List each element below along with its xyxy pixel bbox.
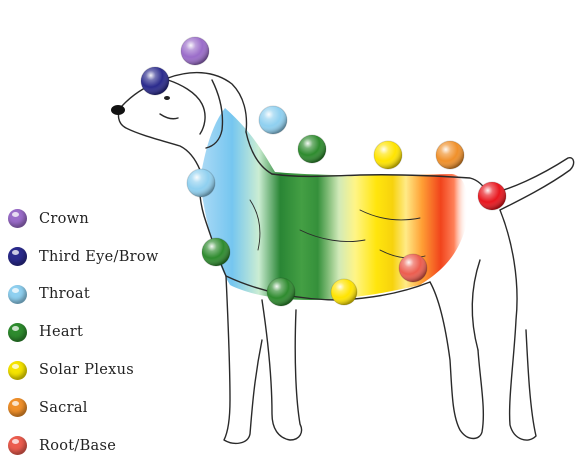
legend-item-heart: Heart: [8, 313, 178, 351]
legend-item-root: Root/Base: [8, 427, 178, 465]
legend-label-throat: Throat: [39, 286, 90, 302]
dog-nose: [111, 105, 125, 115]
third-eye-dot-icon: [8, 247, 27, 266]
legend-item-solar-plexus: Solar Plexus: [8, 351, 178, 389]
sacral-chakra-orb: [436, 141, 464, 169]
root-chakra-orb: [478, 182, 506, 210]
throat-chakra-orb: [187, 169, 215, 197]
legend-item-crown: Crown: [8, 200, 178, 238]
crown-dot-icon: [8, 209, 27, 228]
legend-item-throat: Throat: [8, 276, 178, 314]
chakra-color-band: [200, 108, 467, 300]
crown-chakra-orb: [181, 37, 209, 65]
root-chakra-orb: [399, 254, 427, 282]
legend-label-root: Root/Base: [39, 438, 116, 454]
root-dot-icon: [8, 436, 27, 455]
heart-chakra-orb: [202, 238, 230, 266]
legend-label-sacral: Sacral: [39, 400, 88, 416]
throat-dot-icon: [8, 285, 27, 304]
sacral-dot-icon: [8, 398, 27, 417]
legend-label-heart: Heart: [39, 324, 83, 340]
legend-label-third-eye: Third Eye/Brow: [39, 249, 159, 265]
heart-chakra-orb: [298, 135, 326, 163]
legend-item-sacral: Sacral: [8, 389, 178, 427]
legend-label-solar-plexus: Solar Plexus: [39, 362, 134, 378]
dog-eye: [164, 96, 170, 100]
legend-item-third-eye: Third Eye/Brow: [8, 238, 178, 276]
solar-plexus-chakra-orb: [374, 141, 402, 169]
throat-chakra-orb: [259, 106, 287, 134]
legend-label-crown: Crown: [39, 211, 89, 227]
heart-dot-icon: [8, 323, 27, 342]
solar-plexus-dot-icon: [8, 361, 27, 380]
heart-chakra-orb: [267, 278, 295, 306]
third-eye-chakra-orb: [141, 67, 169, 95]
solar-plexus-chakra-orb: [331, 279, 357, 305]
